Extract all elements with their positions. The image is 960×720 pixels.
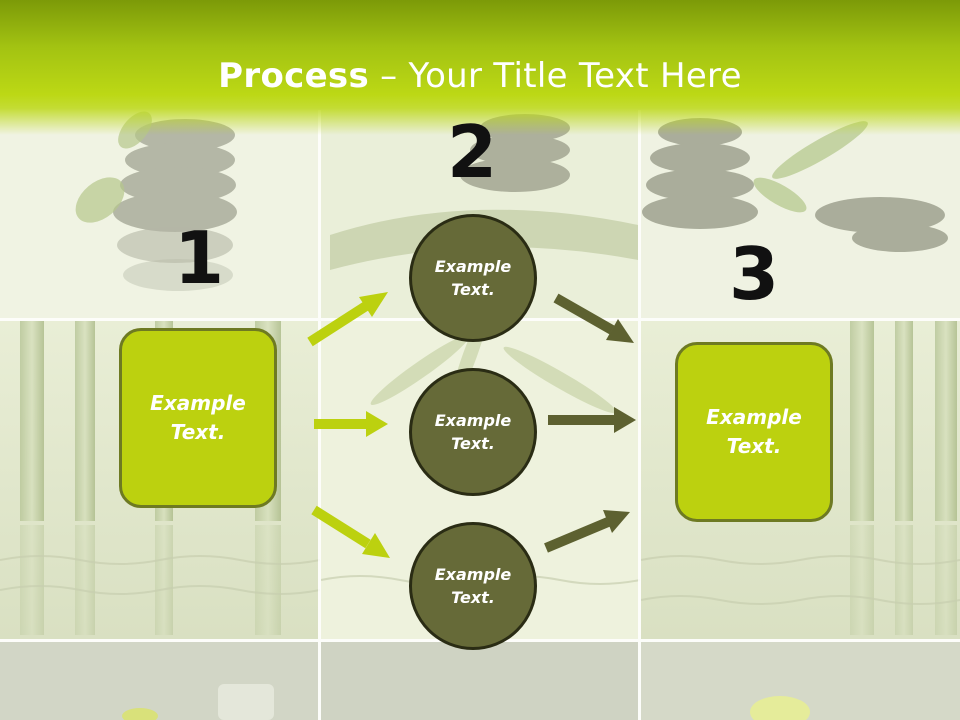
circle-middle-label: Example Text. xyxy=(434,411,512,453)
step-3-box: Example Text. xyxy=(675,342,833,522)
title-band xyxy=(0,0,960,135)
arrow-1-to-circle-bottom xyxy=(311,505,390,558)
step-3-label: Example Text. xyxy=(706,405,802,458)
circle-top: Example Text. xyxy=(409,214,537,342)
arrow-circle-top-to-3 xyxy=(553,293,634,343)
circle-bottom: Example Text. xyxy=(409,522,537,650)
circle-middle: Example Text. xyxy=(409,368,537,496)
circle-bottom-label: Example Text. xyxy=(434,565,512,607)
arrow-1-to-circle-top xyxy=(307,292,388,347)
slide-title: Process – Your Title Text Here xyxy=(0,54,960,98)
step-1-label: Example Text. xyxy=(150,391,246,444)
slide-title-rest: – Your Title Text Here xyxy=(369,56,742,96)
arrow-1-to-circle-middle xyxy=(314,411,388,437)
step-number-1: 1 xyxy=(173,216,225,300)
step-number-3: 3 xyxy=(728,232,780,316)
step-number-2: 2 xyxy=(446,110,498,194)
slide-title-bold: Process xyxy=(218,56,370,96)
circle-top-label: Example Text. xyxy=(434,257,512,299)
step-1-box: Example Text. xyxy=(119,328,277,508)
arrow-circle-bottom-to-3 xyxy=(544,510,630,553)
arrow-circle-middle-to-3 xyxy=(548,407,636,433)
